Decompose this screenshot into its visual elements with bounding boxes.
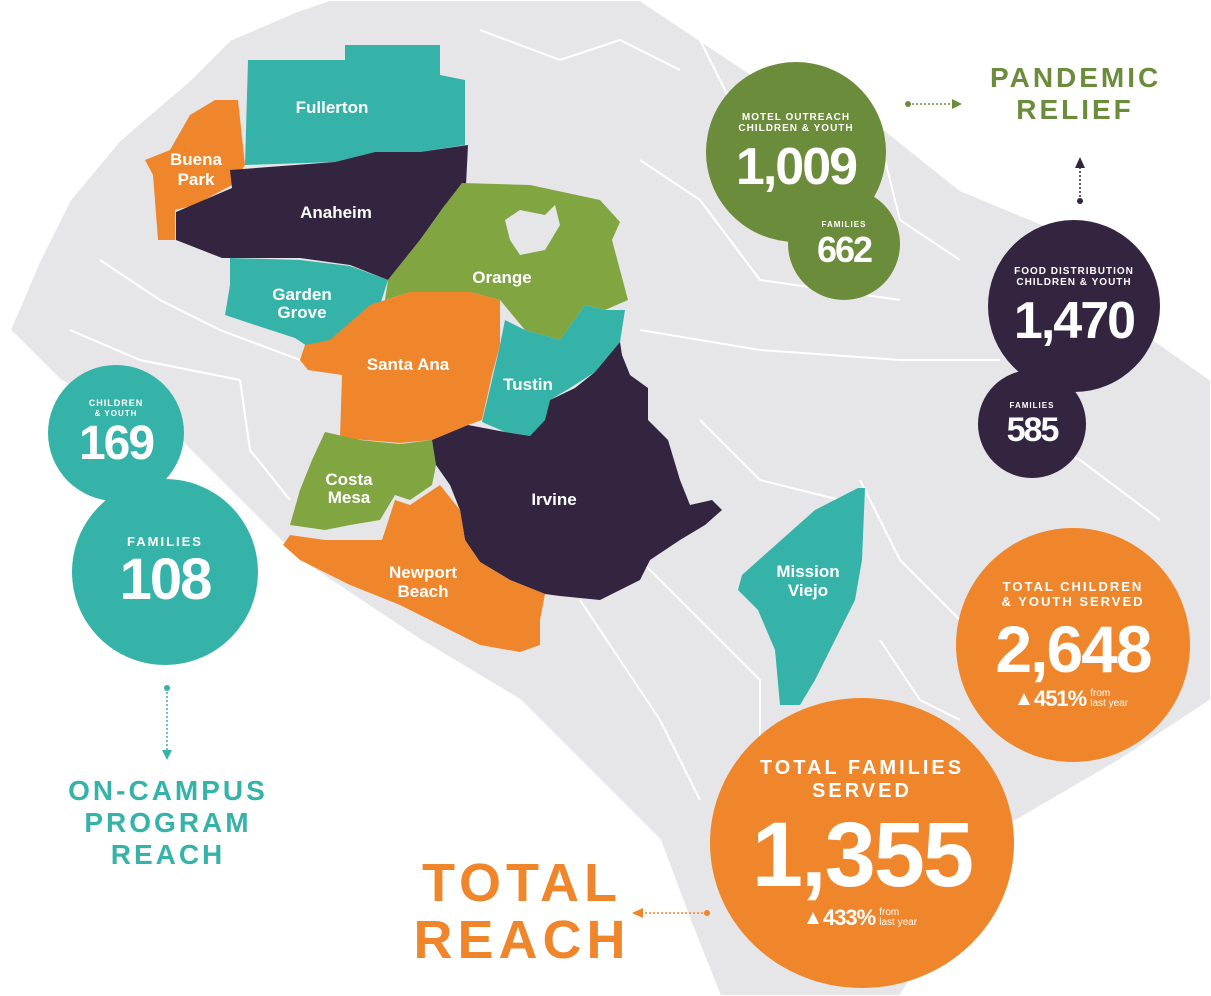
total-children-from: from last year [1090,687,1129,709]
total-reach-heading-line-1: TOTAL [422,853,622,913]
region-newport-beach[interactable] [283,485,545,652]
on-campus-families-circle: FAMILIES 108 [72,479,258,665]
food-families-circle: FAMILIES 585 [978,370,1086,478]
total-children-change-pct: 451% [1033,685,1087,711]
region-irvine[interactable] [432,342,722,600]
food-families-value: 585 [1006,410,1060,449]
label-tustin: Tustin [503,375,553,394]
arrow-on-campus [162,685,172,760]
motel-value: 1,009 [735,137,858,196]
total-children-label-2: & YOUTH SERVED [1001,594,1145,609]
on-campus-children-value: 169 [78,416,155,470]
label-newport-beach-2: Beach [397,582,448,601]
arrow-motel-to-pandemic [905,99,962,109]
region-tustin[interactable] [482,305,625,436]
arrow-total-reach [632,908,710,918]
food-label-2: CHILDREN & YOUTH [1016,277,1132,288]
food-label-1: FOOD DISTRIBUTION [1014,265,1134,277]
region-orange[interactable] [385,183,628,340]
label-irvine: Irvine [531,490,576,509]
orange-hole [505,205,560,255]
label-garden-grove-2: Grove [277,303,326,322]
region-fullerton[interactable] [245,45,465,165]
arrow-food-to-pandemic [1075,157,1085,204]
pandemic-heading-line-2: RELIEF [1016,94,1134,126]
label-buena-park: Buena [170,150,223,169]
label-fullerton: Fullerton [296,98,369,117]
last-year-text: last year [879,917,918,928]
motel-label-2: CHILDREN & YOUTH [738,123,854,134]
total-families-from: from last year [879,908,917,928]
up-arrow-icon [1017,692,1030,705]
on-campus-families-value: 108 [119,547,213,613]
motel-families-circle: FAMILIES 662 [788,188,900,300]
motel-families-value: 662 [816,228,873,270]
total-families-label-1: TOTAL FAMILIES [759,757,965,779]
label-buena-park-2: Park [178,170,215,189]
label-anaheim: Anaheim [300,203,372,222]
region-buena-park[interactable] [145,100,245,240]
map-boundaries [69,29,1161,801]
label-garden-grove: Garden [272,285,332,304]
region-mission-viejo[interactable] [738,488,865,705]
label-newport-beach: Newport [389,563,457,582]
total-reach-heading-line-2: REACH [413,909,631,970]
total-reach-heading: TOTAL REACH [412,855,632,968]
food-families-label: FAMILIES [1009,401,1055,411]
pandemic-relief-heading: PANDEMIC RELIEF [990,62,1160,126]
region-costa-mesa[interactable] [290,432,436,530]
label-mission-viejo-2: Viejo [788,581,828,600]
label-orange: Orange [472,268,532,287]
region-anaheim[interactable] [176,145,468,280]
total-families-change: 433% from last year [806,905,917,930]
on-campus-heading: ON-CAMPUS PROGRAM REACH [40,775,296,872]
label-costa-mesa-2: Mesa [328,488,371,507]
total-children-change: 451% from last year [1017,685,1129,711]
total-families-circle: TOTAL FAMILIES SERVED 1,355 433% from la… [710,698,1014,988]
pandemic-heading-line-1: PANDEMIC [990,62,1162,93]
motel-families-label: FAMILIES [821,220,867,230]
on-campus-heading-line-1: ON-CAMPUS [68,775,268,806]
food-distribution-circle: FOOD DISTRIBUTION CHILDREN & YOUTH 1,470 [988,220,1160,392]
from-text: from [1090,687,1111,699]
food-value: 1,470 [1013,291,1136,350]
on-campus-heading-line-3: REACH [110,839,226,871]
on-campus-families-label: FAMILIES [127,533,203,549]
from-text: from [879,907,900,918]
motel-label-1: MOTEL OUTREACH [741,111,851,123]
last-year-text: last year [1090,697,1129,709]
label-mission-viejo: Mission [776,562,839,581]
label-santa-ana: Santa Ana [367,355,450,374]
total-families-change-pct: 433% [822,905,876,930]
on-campus-children-label-1: CHILDREN [88,398,144,409]
label-costa-mesa: Costa [325,470,373,489]
total-families-value: 1,355 [751,804,974,906]
total-children-label-1: TOTAL CHILDREN [1002,579,1144,595]
on-campus-children-label-2: & YOUTH [94,408,138,418]
on-campus-children-circle: CHILDREN & YOUTH 169 [48,365,184,501]
total-families-label-2: SERVED [812,780,912,802]
region-santa-ana[interactable] [300,292,500,443]
up-arrow-icon [806,912,819,924]
total-children-value: 2,648 [995,611,1152,686]
total-children-circle: TOTAL CHILDREN & YOUTH SERVED 2,648 451%… [956,528,1190,762]
on-campus-heading-line-2: PROGRAM [84,807,252,839]
